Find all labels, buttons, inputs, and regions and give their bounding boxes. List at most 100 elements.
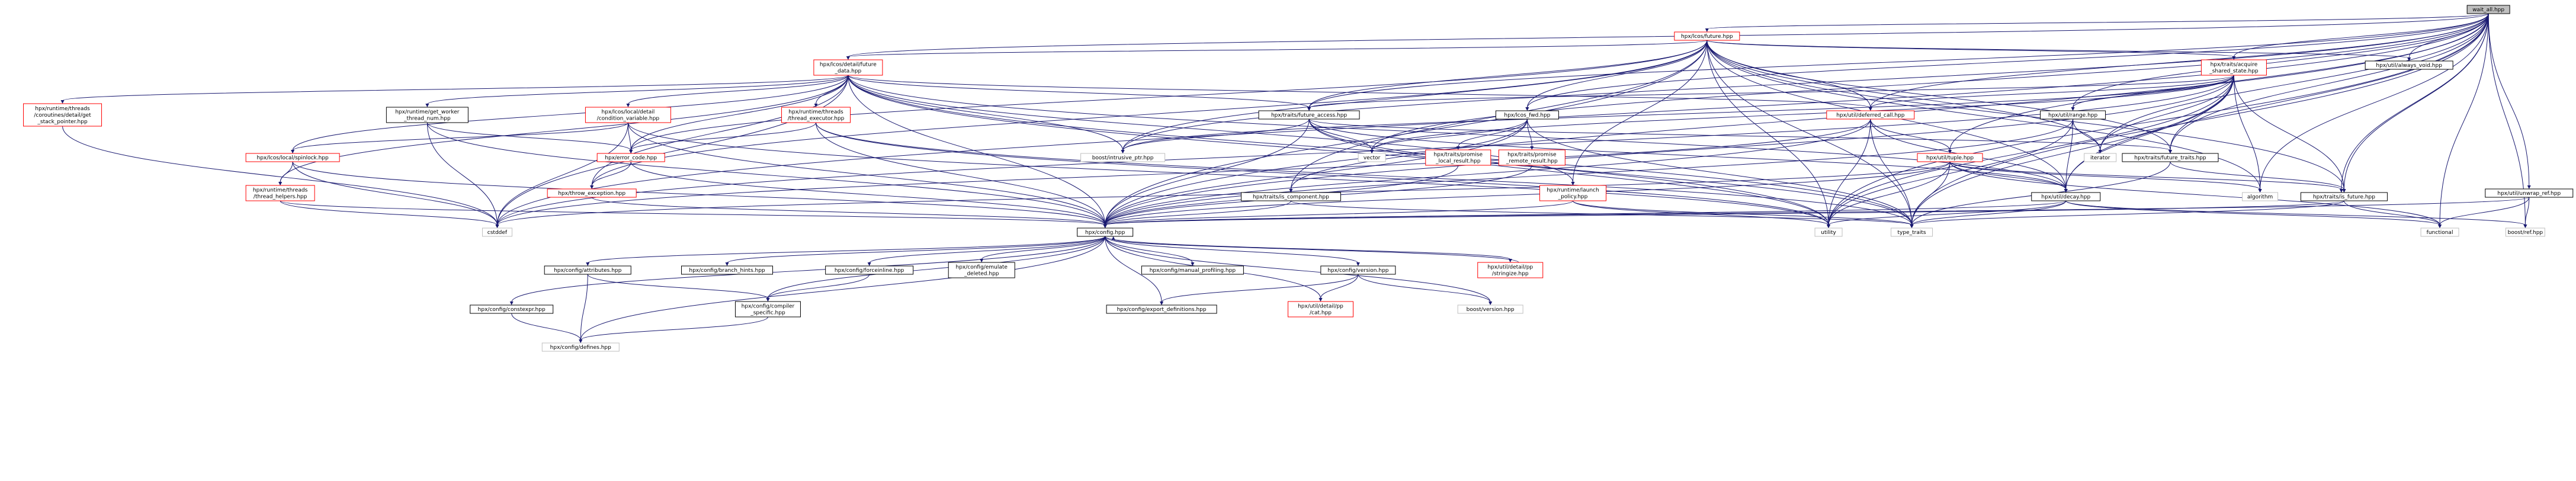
node-label: hpx/util/decay.hpp	[2041, 194, 2090, 200]
edge-wait_all-to-unwrap_ref	[2488, 13, 2530, 187]
node-detail-future-data[interactable]: hpx/lcos/detail/future_data.hpp	[813, 59, 883, 76]
edge-launch_policy-to-utility	[1573, 200, 1829, 226]
node-range[interactable]: hpx/util/range.hpp	[2040, 110, 2106, 120]
node-error-code[interactable]: hpx/error_code.hpp	[596, 153, 665, 162]
node-intrusive-ptr[interactable]: boost/intrusive_ptr.hpp	[1080, 153, 1166, 162]
node-cfg-attributes[interactable]: hpx/config/attributes.hpp	[544, 265, 631, 275]
edge-thread_executor-to-utility	[816, 122, 1829, 226]
edge-decay-to-utility	[1828, 200, 2067, 226]
edge-wait_all-to-tuple	[1949, 13, 2489, 151]
edge-lcos_fwd-to-promise_local	[1458, 118, 1528, 147]
node-label: hpx/config/forceinline.hpp	[835, 268, 904, 274]
node-label: hpx/lcos/detail/future	[820, 62, 877, 68]
node-label: hpx/util/deferred_call.hpp	[1836, 113, 1905, 118]
node-box	[1358, 153, 1386, 162]
node-thread-executor[interactable]: hpx/runtime/threads/thread_executor.hpp	[781, 107, 851, 123]
node-condition-variable[interactable]: hpx/lcos/local/detail/condition_variable…	[585, 107, 671, 123]
edge-arrowhead	[579, 339, 583, 343]
edge-get_worker_thread_num-to-error_code	[426, 122, 631, 151]
node-cfg-defines[interactable]: hpx/config/defines.hpp	[541, 342, 620, 352]
node-cstddef[interactable]: cstddef	[482, 227, 512, 237]
node-future[interactable]: hpx/lcos/future.hpp	[1674, 31, 1740, 41]
node-wait-all[interactable]: wait_all.hpp	[2466, 5, 2510, 14]
node-vector[interactable]: vector	[1358, 153, 1386, 162]
node-label: _specific.hpp	[750, 310, 785, 316]
node-pp-cat[interactable]: hpx/util/detail/pp/cat.hpp	[1288, 301, 1353, 318]
node-cfg-branch-hints[interactable]: hpx/config/branch_hints.hpp	[681, 265, 774, 275]
node-throw-exception[interactable]: hpx/throw_exception.hpp	[547, 188, 637, 198]
node-future-traits[interactable]: hpx/traits/future_traits.hpp	[2122, 153, 2219, 162]
node-boost-ref[interactable]: boost/ref.hpp	[2505, 227, 2545, 237]
node-cfg-compiler-specific[interactable]: hpx/config/compiler_specific.hpp	[734, 301, 801, 318]
node-label: hpx/lcos/future.hpp	[1681, 34, 1733, 40]
node-box	[1141, 265, 1244, 275]
node-box	[1674, 31, 1740, 41]
edge-detail_future_data-to-config	[848, 75, 1106, 226]
node-label: hpx/traits/future_access.hpp	[1271, 113, 1348, 118]
node-label: hpx/traits/is_future.hpp	[2313, 194, 2375, 200]
node-is-component[interactable]: hpx/traits/is_component.hpp	[1240, 192, 1341, 201]
node-thread-helpers[interactable]: hpx/runtime/threads/thread_helpers.hpp	[245, 185, 315, 201]
node-type-traits[interactable]: type_traits	[1891, 227, 1933, 237]
node-label: hpx/runtime/threads	[253, 188, 308, 194]
node-coroutines-get-stack[interactable]: hpx/runtime/threads/coroutines/detail/ge…	[23, 103, 102, 127]
node-is-future[interactable]: hpx/traits/is_future.hpp	[2300, 192, 2388, 201]
edge-arrowhead	[60, 100, 65, 104]
node-cfg-version[interactable]: hpx/config/version.hpp	[1320, 265, 1396, 275]
node-box	[482, 227, 512, 237]
node-lcos-fwd[interactable]: hpx/lcos_fwd.hpp	[1495, 110, 1559, 120]
node-boost-version[interactable]: boost/version.hpp	[1457, 304, 1523, 314]
edge-arrowhead	[2064, 189, 2068, 193]
node-pp-stringize[interactable]: hpx/util/detail/pp/stringize.hpp	[1477, 262, 1544, 278]
edge-pp_stringize-to-config	[1113, 239, 1519, 263]
node-label: hpx/config/defines.hpp	[550, 345, 611, 351]
node-decay[interactable]: hpx/util/decay.hpp	[2031, 192, 2101, 201]
node-box	[1077, 227, 1134, 237]
edge-arrowhead	[1525, 107, 1529, 111]
node-config[interactable]: hpx/config.hpp	[1077, 227, 1134, 237]
edge-wait_all-to-future_access	[1308, 13, 2489, 108]
edge-config-to-cfg_manual_profiling	[1105, 236, 1193, 264]
node-box	[1891, 227, 1933, 237]
node-iterator[interactable]: iterator	[2084, 153, 2117, 162]
edge-arrowhead	[980, 259, 984, 262]
node-always-void[interactable]: hpx/util/always_void.hpp	[2365, 60, 2453, 70]
node-cfg-constexpr[interactable]: hpx/config/constexpr.hpp	[470, 304, 554, 314]
node-spinlock[interactable]: hpx/lcos/local/spinlock.hpp	[245, 153, 340, 162]
node-label: hpx/runtime/threads	[35, 106, 90, 112]
edge-launch_policy-to-config	[1105, 200, 1574, 226]
node-box	[734, 301, 801, 318]
node-cfg-export-definitions[interactable]: hpx/config/export_definitions.hpp	[1106, 304, 1217, 314]
edge-arrowhead	[509, 302, 514, 305]
node-label: hpx/config/export_definitions.hpp	[1117, 307, 1207, 313]
edge-detail_future_data-to-deferred_call	[848, 75, 1871, 108]
node-cfg-forceinline[interactable]: hpx/config/forceinline.hpp	[825, 265, 914, 275]
edge-tuple-to-cstddef	[496, 161, 1951, 226]
edge-detail_future_data-to-cstddef	[496, 75, 849, 226]
edge-detail_future_data-to-spinlock	[292, 75, 849, 151]
edge-config-to-cfg_compiler_specific	[767, 236, 1106, 299]
edge-acquire_shared-to-type_traits	[1911, 75, 2234, 226]
node-promise-remote[interactable]: hpx/traits/promise_remote_result.hpp	[1498, 149, 1566, 166]
node-functional[interactable]: functional	[2420, 227, 2459, 237]
node-algorithm[interactable]: algorithm	[2242, 192, 2279, 201]
node-unwrap-ref[interactable]: hpx/util/unwrap_ref.hpp	[2485, 188, 2574, 198]
node-launch-policy[interactable]: hpx/runtime/launch_policy.hpp	[1539, 185, 1607, 201]
node-label: hpx/lcos/local/detail	[602, 110, 655, 116]
node-utility[interactable]: utility	[1814, 227, 1843, 237]
node-box	[813, 59, 883, 76]
node-get-worker-thread-num[interactable]: hpx/runtime/get_worker_thread_num.hpp	[386, 107, 469, 123]
node-deferred-call[interactable]: hpx/util/deferred_call.hpp	[1826, 110, 1915, 120]
node-cfg-manual-profiling[interactable]: hpx/config/manual_profiling.hpp	[1141, 265, 1244, 275]
edge-config-to-cfg_version	[1105, 236, 1359, 264]
node-label: _thread_num.hpp	[403, 116, 451, 122]
node-acquire-shared[interactable]: hpx/traits/acquire_shared_state.hpp	[2200, 59, 2267, 76]
edge-tuple-to-functional	[1949, 161, 2440, 226]
node-future-access[interactable]: hpx/traits/future_access.hpp	[1258, 110, 1360, 120]
node-cfg-emulate-deleted[interactable]: hpx/config/emulate_deleted.hpp	[948, 262, 1015, 278]
node-promise-local[interactable]: hpx/traits/promise_local_result.hpp	[1425, 149, 1491, 166]
node-label: hpx/config/manual_profiling.hpp	[1150, 268, 1236, 274]
edge-arrowhead	[2407, 57, 2411, 61]
node-tuple[interactable]: hpx/util/tuple.hpp	[1917, 153, 1983, 162]
